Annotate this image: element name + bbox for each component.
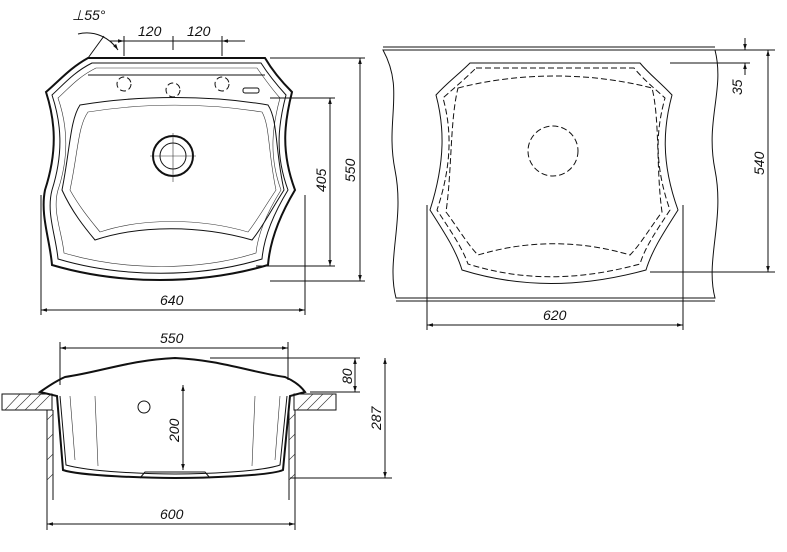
dim-80: 80 (339, 368, 355, 384)
dim-640: 640 (160, 292, 184, 308)
drain-dashed (527, 125, 579, 177)
dim-540: 540 (751, 151, 767, 175)
angle-label: ⊥55° (72, 7, 106, 23)
tap-hole-right (214, 76, 230, 92)
overflow-slot (242, 87, 260, 94)
tap-hole-center (165, 82, 181, 98)
dim-550-height: 550 (342, 158, 358, 182)
countertop-left (1, 393, 53, 411)
dim-287: 287 (368, 405, 384, 431)
dim-620: 620 (543, 307, 567, 323)
sink-outline-inner (49, 62, 289, 274)
tap-hole-left (116, 76, 132, 92)
dim-120-left: 120 (138, 23, 162, 39)
cutout-view: 35 540 620 (382, 38, 775, 330)
bowl-outline (61, 97, 285, 241)
dim-600: 600 (160, 506, 184, 522)
top-view: ⊥55° 120 120 550 405 640 (40, 7, 365, 315)
countertop-right (293, 393, 337, 411)
side-view: 550 80 287 200 600 (1, 330, 392, 530)
sink-edge-dashed (436, 67, 671, 278)
overflow-hole (137, 400, 151, 414)
dim-200: 200 (166, 418, 182, 443)
dim-120-right: 120 (187, 23, 211, 39)
sink-rim (55, 67, 282, 267)
sink-profile (37, 356, 307, 480)
cutout-line (429, 62, 679, 284)
bowl-dashed (445, 75, 663, 256)
dim-405: 405 (313, 168, 329, 192)
dim-550-width: 550 (160, 330, 184, 346)
bowl-outline-inner (69, 104, 277, 233)
sink-outline-outer (42, 57, 297, 281)
dim-35: 35 (729, 79, 745, 95)
